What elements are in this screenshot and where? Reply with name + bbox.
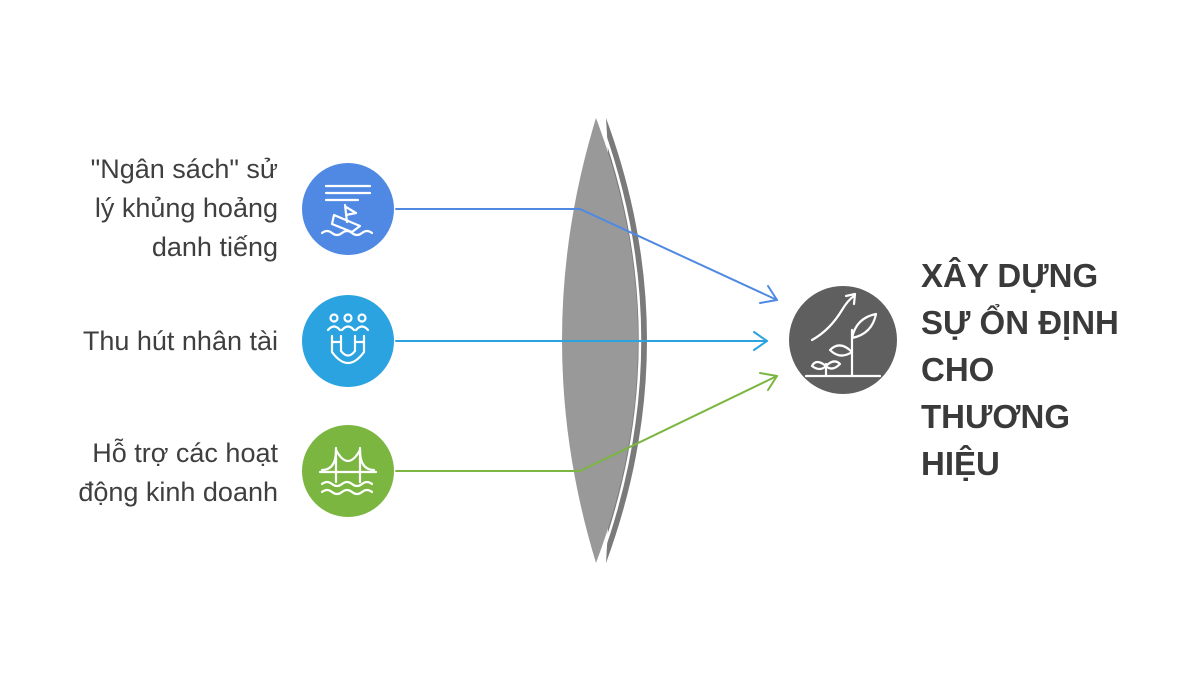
growth-plant-icon <box>804 292 882 378</box>
output-title: XÂY DỰNG SỰ ỔN ĐỊNH CHO THƯƠNG HIỆU <box>921 257 1119 482</box>
sinking-ship-icon <box>320 184 374 237</box>
arrow-business-support <box>395 372 778 472</box>
input-label-business-support: Hỗ trợ các hoạt động kinh doanh <box>78 438 278 507</box>
input-label-talent: Thu hút nhân tài <box>82 326 278 356</box>
arrows <box>395 208 778 472</box>
magnet-people-icon <box>326 313 370 365</box>
arrow-talent <box>395 331 768 351</box>
input-circle-business-support <box>302 425 394 517</box>
input-label-crisis-budget: "Ngân sách" sử lý khủng hoảng danh tiếng <box>90 154 278 262</box>
arrow-crisis-budget <box>395 208 778 304</box>
output-circle <box>789 286 897 394</box>
input-circle-crisis-budget <box>302 163 394 255</box>
input-circle-talent <box>302 295 394 387</box>
bridge-icon <box>318 446 378 496</box>
